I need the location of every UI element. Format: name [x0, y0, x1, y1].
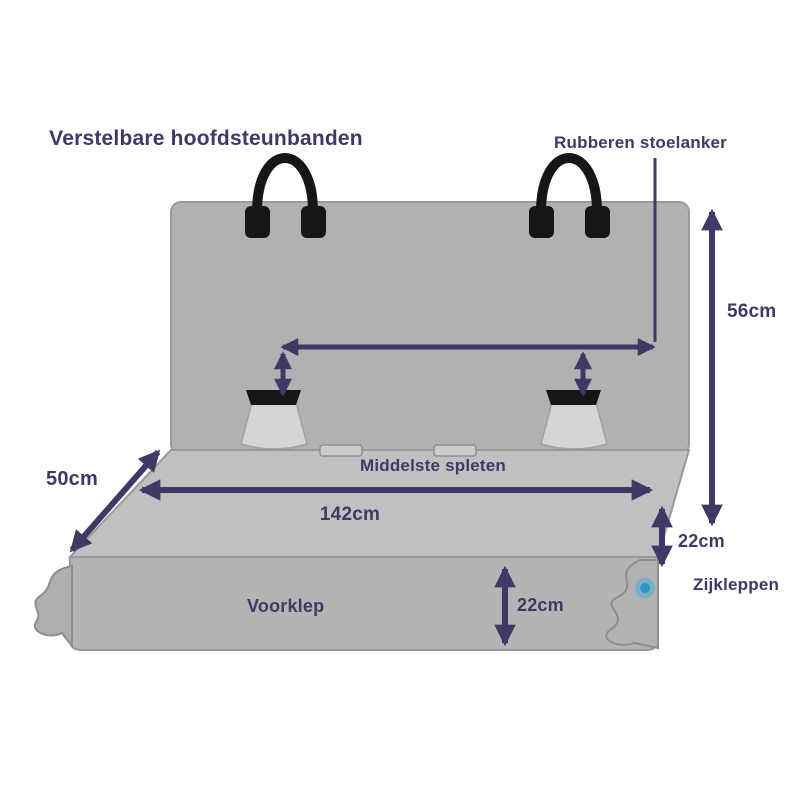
- side-flaps-label: Zijkleppen: [693, 575, 780, 594]
- front-flap-height-measure: 22cm: [517, 595, 564, 615]
- side-flap-left: [33, 564, 73, 649]
- teal-dot: [635, 578, 655, 598]
- headrest-straps-label: Verstelbare hoofdsteunbanden: [49, 127, 363, 150]
- front-flap-face: [69, 556, 659, 651]
- middle-slit-left: [319, 444, 363, 457]
- strap-anchor-left: [240, 390, 308, 450]
- side-flap-height-measure: 22cm: [678, 531, 725, 551]
- headrest-strap-left: [245, 153, 326, 238]
- middle-slit-right: [433, 444, 477, 457]
- arrow-depth-50: [69, 449, 161, 553]
- headrest-strap-right: [529, 153, 610, 238]
- rubber-anchor-label: Rubberen stoelanker: [554, 133, 727, 152]
- front-flap-label: Voorklep: [247, 596, 325, 616]
- seat-width-measure: 142cm: [319, 504, 381, 525]
- strap-anchor-right: [540, 390, 608, 450]
- middle-slits-label: Middelste spleten: [359, 456, 507, 475]
- backrest-height-measure: 56cm: [727, 301, 777, 322]
- seat-depth-measure: 50cm: [46, 468, 98, 490]
